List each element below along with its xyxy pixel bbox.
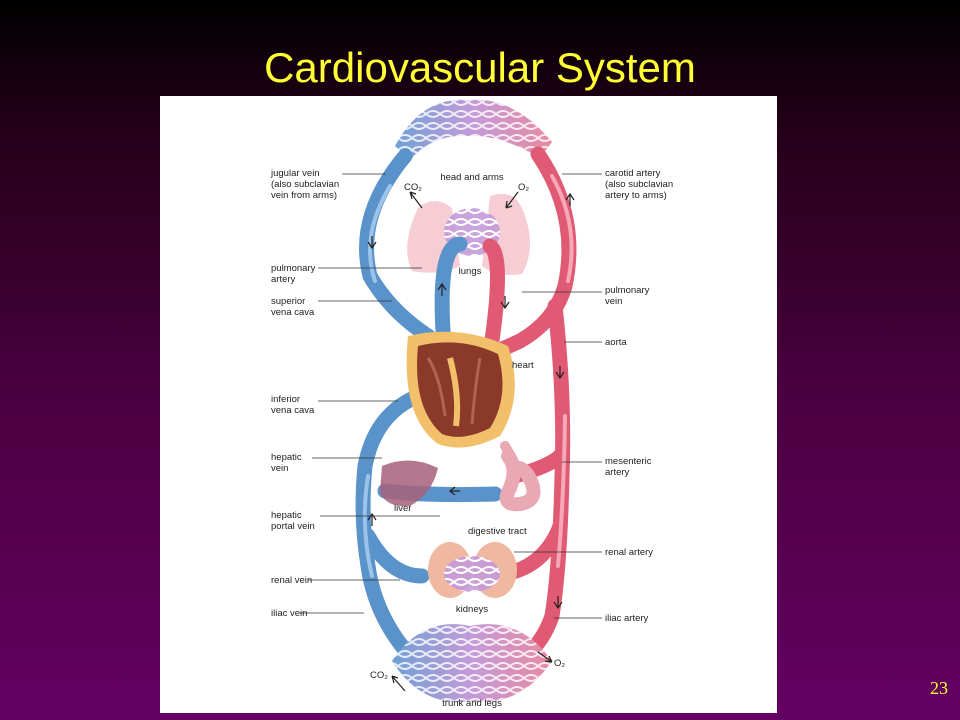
- label-liver: liver: [394, 503, 411, 514]
- co2-out-arrow: [409, 191, 423, 209]
- trunk-capillary-bed: [392, 624, 552, 702]
- left-labels: jugular vein (also subclavian vein from …: [270, 168, 342, 619]
- left-leader-lines: [300, 173, 440, 614]
- label-trunk-and-legs: trunk and legs: [442, 698, 502, 709]
- o2-in-arrow: [505, 191, 519, 209]
- liver: [380, 460, 438, 507]
- slide-number: 23: [930, 678, 948, 698]
- venous-circuit: [355, 148, 503, 679]
- o2-out-arrow: [537, 651, 553, 663]
- label-mesenteric-artery: mesenteric artery: [605, 456, 654, 478]
- label-aorta: aorta: [605, 337, 627, 348]
- renal-vein-loop: [360, 528, 430, 584]
- label-head-and-arms: head and arms: [440, 172, 504, 183]
- slide-title: Cardiovascular System: [264, 44, 696, 91]
- label-iliac-artery: iliac artery: [605, 613, 649, 624]
- label-pulmonary-vein: pulmonary vein: [605, 285, 652, 307]
- right-leader-lines: [514, 173, 602, 619]
- label-heart: heart: [512, 360, 534, 371]
- label-co2-top: CO₂: [404, 182, 422, 193]
- label-pulmonary-artery: pulmonary artery: [271, 263, 318, 285]
- circulation-diagram: jugular vein (also subclavian vein from …: [160, 96, 777, 713]
- label-lungs: lungs: [459, 266, 482, 277]
- label-superior-vena-cava: superior vena cava: [271, 296, 315, 318]
- digestive-tract: [499, 441, 541, 512]
- head-capillary-bed: [395, 99, 552, 160]
- jugular-superior-vena-cava: [359, 148, 453, 359]
- label-renal-artery: renal artery: [605, 547, 653, 558]
- circulation-svg: jugular vein (also subclavian vein from …: [270, 99, 676, 709]
- label-o2-bottom: O₂: [554, 658, 565, 669]
- label-kidneys: kidneys: [456, 604, 488, 615]
- label-renal-vein: renal vein: [271, 575, 312, 586]
- label-hepatic-portal-vein: hepatic portal vein: [271, 510, 315, 532]
- center-labels: head and arms lungs heart liver digestiv…: [394, 172, 534, 709]
- label-co2-bottom: CO₂: [370, 670, 388, 681]
- kidneys: [428, 542, 517, 598]
- label-inferior-vena-cava: inferior vena cava: [271, 394, 315, 416]
- label-jugular-vein: jugular vein (also subclavian vein from …: [270, 168, 342, 201]
- label-hepatic-vein: hepatic vein: [271, 452, 304, 474]
- label-digestive-tract: digestive tract: [468, 526, 527, 537]
- right-labels: carotid artery (also subclavian artery t…: [605, 168, 676, 624]
- label-iliac-vein: iliac vein: [271, 608, 307, 619]
- label-carotid-artery: carotid artery (also subclavian artery t…: [605, 168, 676, 201]
- pulmonary-vein-vessel: [482, 238, 505, 362]
- flow-arrows: [367, 192, 575, 610]
- label-o2-top: O₂: [518, 182, 529, 193]
- co2-in-arrow: [391, 675, 406, 692]
- heart: [406, 331, 515, 448]
